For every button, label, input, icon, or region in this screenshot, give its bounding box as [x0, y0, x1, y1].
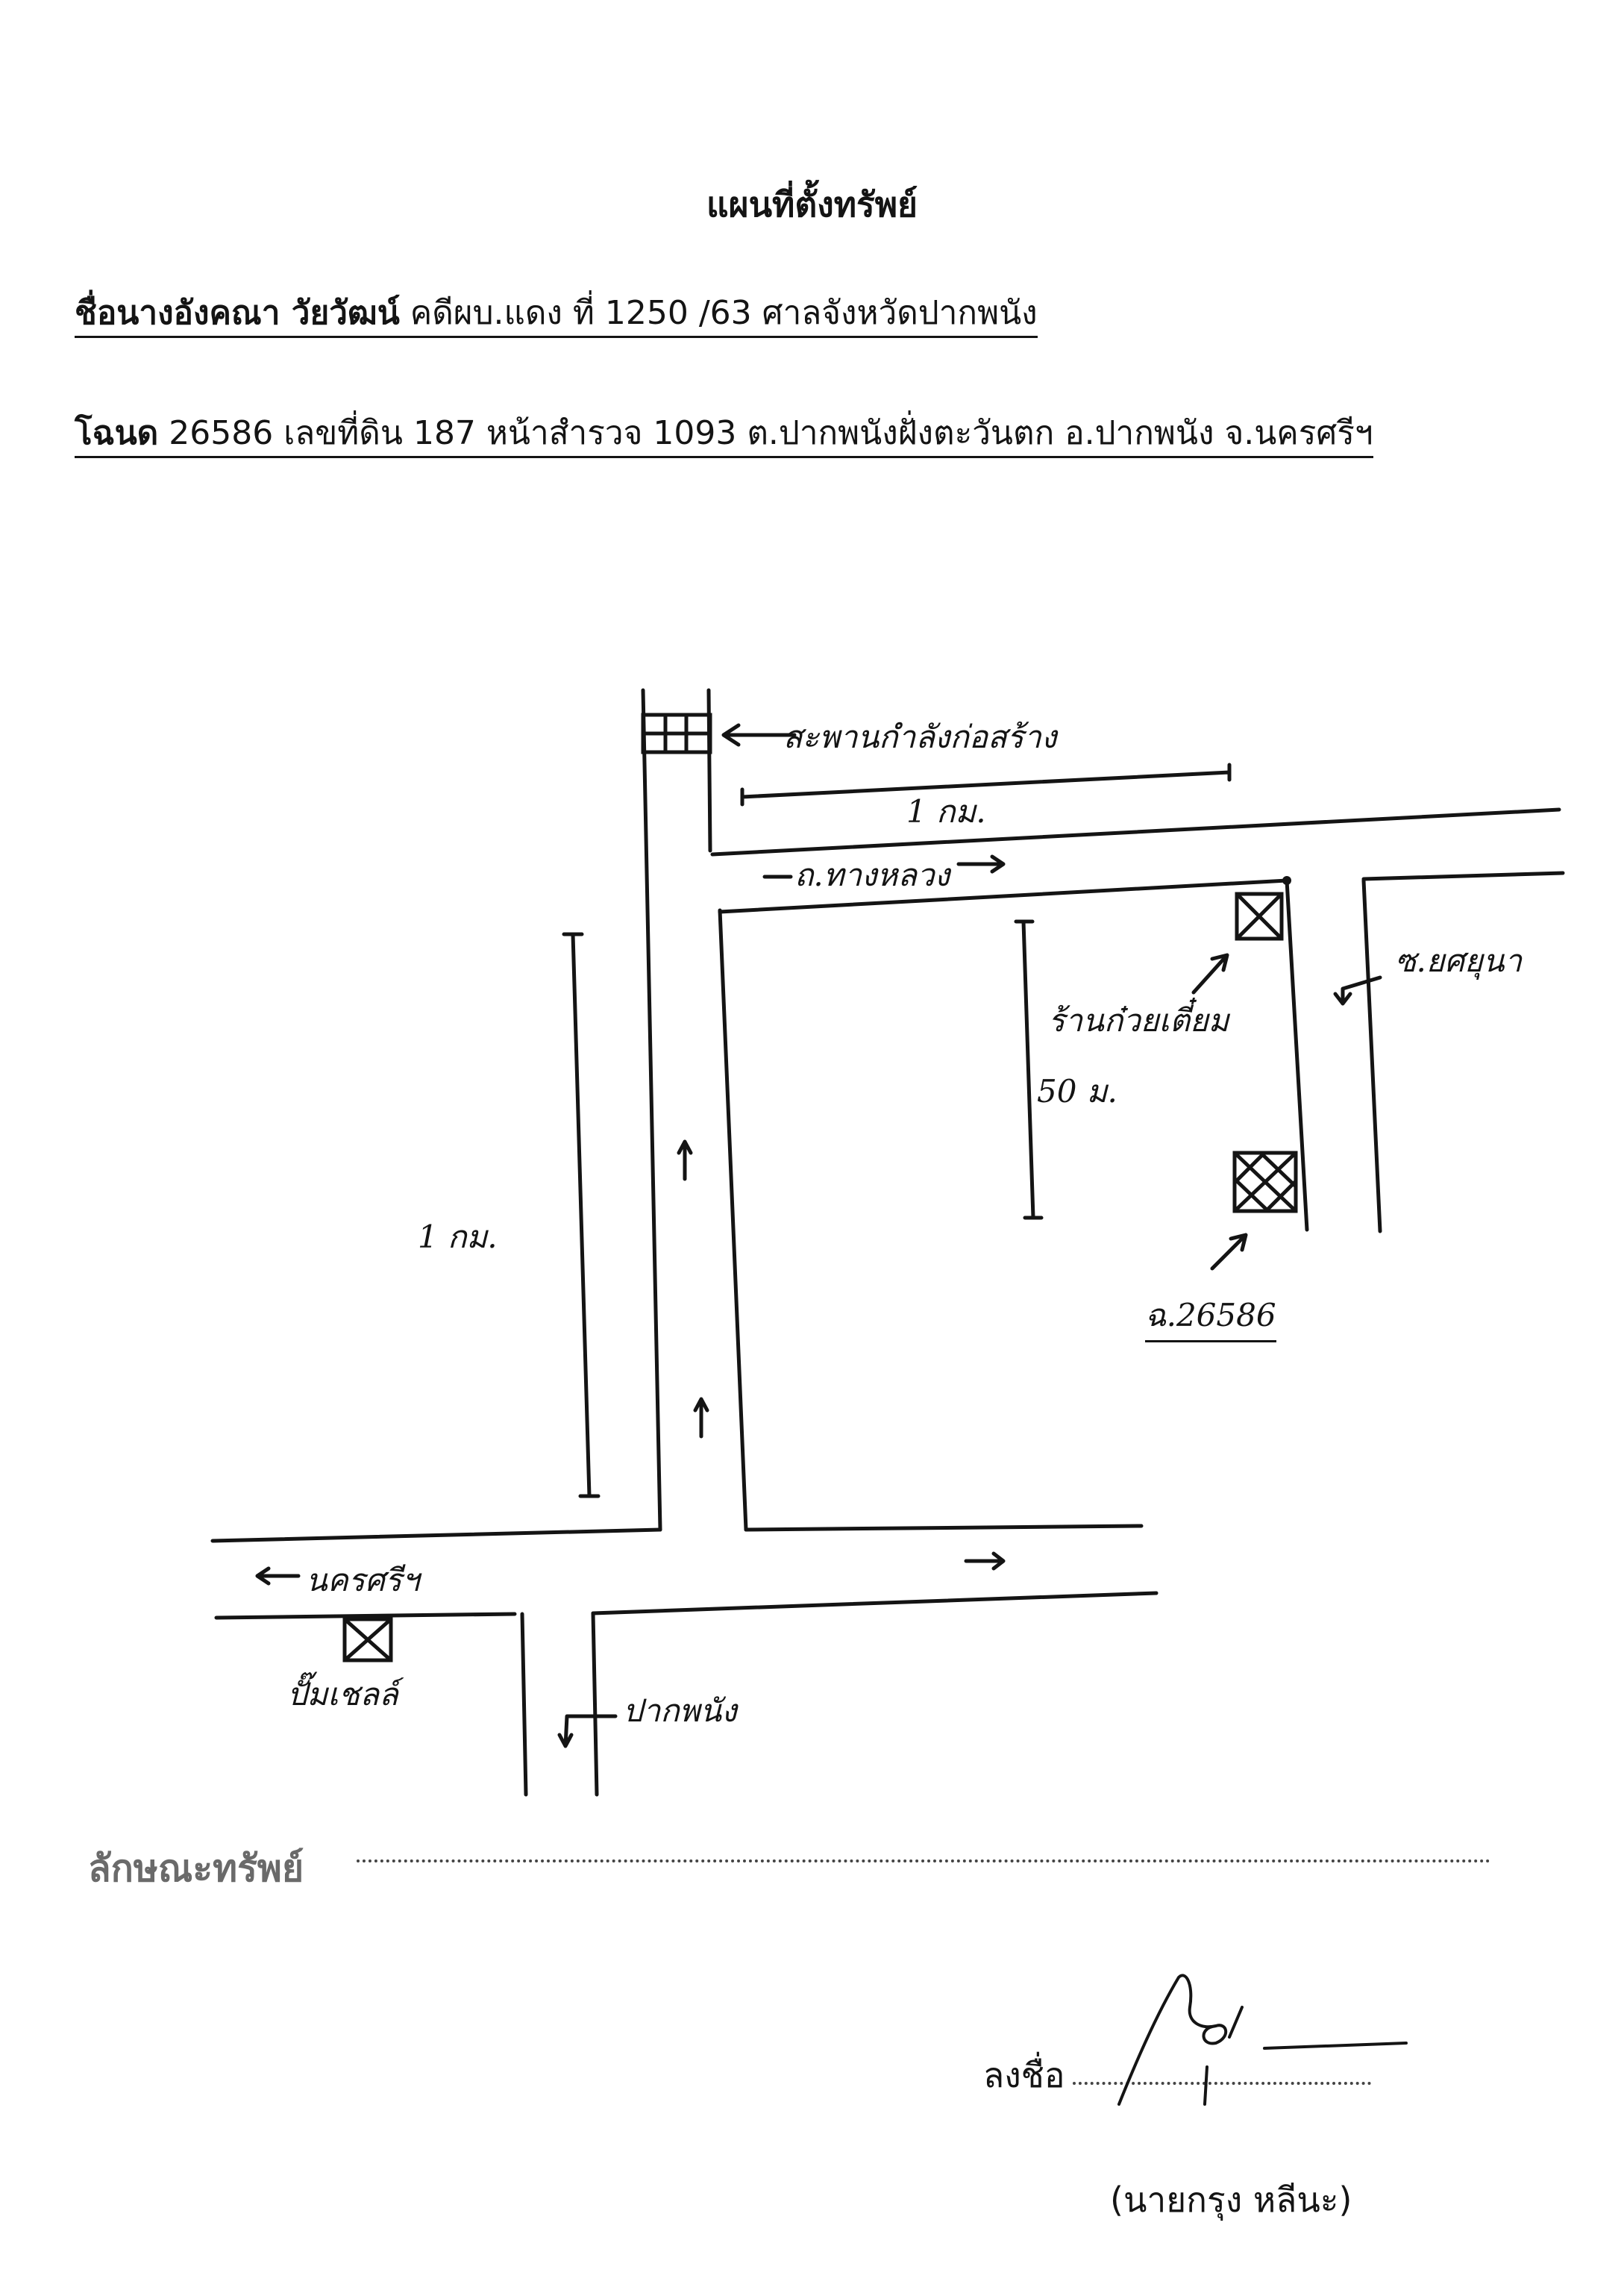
- parcel-label: ฉ.26586: [1145, 1291, 1276, 1342]
- property-label-text: ลักษณะทรัพย์: [88, 1847, 304, 1890]
- nakhon-direction-label: นครศรีฯ: [306, 1562, 420, 1598]
- bridge-label: สะพานกำลังก่อสร้าง: [783, 719, 1057, 755]
- main-road-left-edge: [641, 688, 662, 1532]
- signature-dotted-line: [1073, 2082, 1371, 2085]
- top-road-label: ถ.ทางหลวง: [794, 857, 950, 893]
- owner-name: ชื่อนางอังคณา วัยวัฒน์: [75, 294, 400, 332]
- handwritten-signature: [1117, 1974, 1408, 2106]
- deed-line: โฉนด 26586 เลขที่ดิน 187 หน้าสำรวจ 1093 …: [75, 414, 1373, 458]
- signer-name: (นายกรุง หลีนะ): [1110, 2180, 1352, 2220]
- name-line: ชื่อนางอังคณา วัยวัฒน์ คดีผบ.แดง ที่ 125…: [75, 294, 1038, 338]
- shell-station-label: ปั๊มเชลล์: [287, 1676, 398, 1712]
- top-distance-label: 1 กม.: [906, 793, 986, 830]
- side-distance-label: 50 ม.: [1037, 1073, 1117, 1110]
- property-dotted-line: [357, 1859, 1490, 1862]
- left-distance-label: 1 กม.: [418, 1219, 498, 1255]
- main-road-right-edge: [718, 908, 748, 1532]
- case-reference: คดีผบ.แดง ที่ 1250 /63 ศาลจังหวัดปากพนัง: [410, 294, 1038, 332]
- pakphanang-direction-label: ปากพนัง: [623, 1692, 737, 1729]
- soi-label: ซ.ยศยุนา: [1395, 942, 1523, 979]
- page-title: แผนที่ตั้งทรัพย์: [706, 184, 918, 225]
- property-label: ลักษณะทรัพย์: [88, 1839, 304, 1898]
- sign-label: ลงชื่อ: [983, 2055, 1065, 2095]
- deed-label: โฉนด: [75, 414, 159, 452]
- deed-details: 26586 เลขที่ดิน 187 หน้าสำรวจ 1093 ต.ปาก…: [169, 414, 1373, 452]
- shop-label: ร้านก๋วยเตี๋ยม: [1048, 1002, 1229, 1039]
